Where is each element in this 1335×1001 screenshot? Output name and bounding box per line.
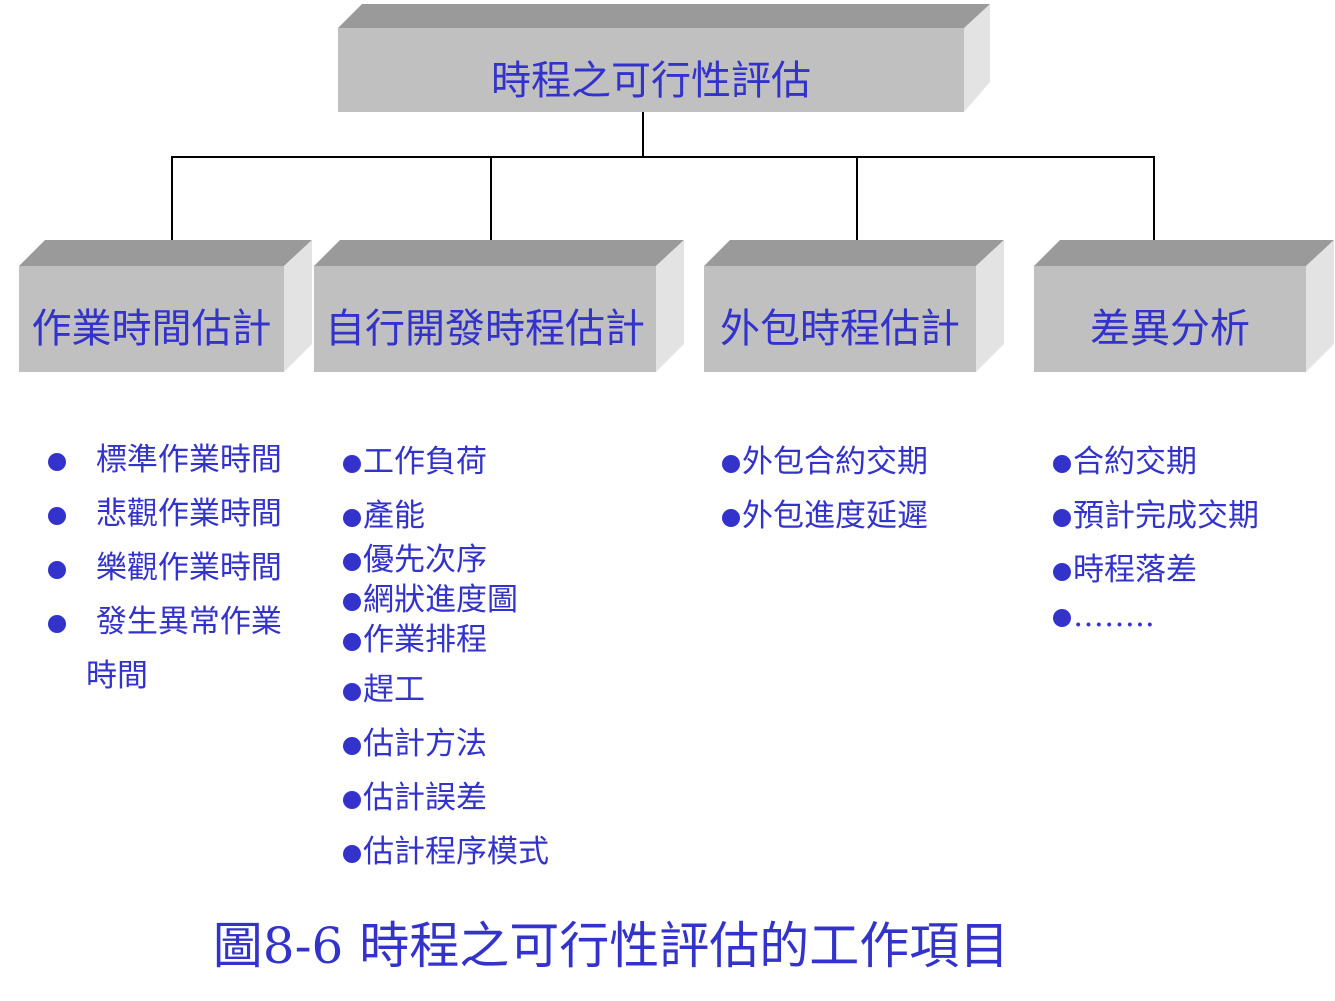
list-item: 發生異常作業 bbox=[48, 596, 282, 650]
connector-branch-3 bbox=[856, 156, 858, 264]
figure-caption: 圖8-6 時程之可行性評估的工作項目 bbox=[212, 917, 1010, 975]
branch-3-items: 外包合約交期 外包進度延遲 bbox=[722, 436, 928, 544]
branch-1-items: 標準作業時間 悲觀作業時間 樂觀作業時間 發生異常作業 時間 bbox=[48, 434, 282, 704]
branch-node-1-label: 作業時間估計 bbox=[31, 306, 272, 352]
list-item: 悲觀作業時間 bbox=[48, 488, 282, 542]
list-item: 外包進度延遲 bbox=[722, 490, 928, 544]
list-item-continuation: 時間 bbox=[86, 658, 148, 694]
branch-node-4-label: 差異分析 bbox=[1090, 306, 1250, 352]
bullet-icon bbox=[343, 592, 361, 611]
bullet-icon bbox=[343, 682, 361, 701]
bullet-icon bbox=[343, 454, 361, 473]
list-item: …….. bbox=[1053, 598, 1259, 652]
branch-4-items: 合約交期 預計完成交期 時程落差 …….. bbox=[1053, 436, 1259, 652]
root-node-label: 時程之可行性評估 bbox=[491, 58, 811, 104]
bullet-icon bbox=[48, 452, 66, 471]
list-item: 樂觀作業時間 bbox=[48, 542, 282, 596]
bullet-icon bbox=[343, 508, 361, 527]
list-item: 估計方法 bbox=[343, 718, 487, 763]
list-item: 產能 bbox=[343, 490, 425, 535]
bullet-icon bbox=[343, 844, 361, 863]
branch-node-1: 作業時間估計 bbox=[19, 240, 312, 372]
bullet-icon bbox=[343, 736, 361, 755]
list-item: 標準作業時間 bbox=[48, 434, 282, 488]
bullet-icon bbox=[48, 614, 66, 633]
list-item: 估計程序模式 bbox=[343, 826, 549, 871]
branch-node-2: 自行開發時程估計 bbox=[314, 240, 684, 372]
root-node: 時程之可行性評估 bbox=[338, 4, 990, 112]
connector-branch-2 bbox=[490, 156, 492, 264]
bullet-icon bbox=[343, 790, 361, 809]
branch-node-3: 外包時程估計 bbox=[704, 240, 1004, 372]
branch-node-2-label: 自行開發時程估計 bbox=[325, 306, 645, 352]
connector-branch-4 bbox=[1153, 156, 1155, 264]
list-item: 合約交期 bbox=[1053, 436, 1259, 490]
bullet-icon bbox=[722, 508, 740, 527]
bullet-icon bbox=[1053, 454, 1071, 473]
bullet-icon bbox=[48, 560, 66, 579]
list-item: 外包合約交期 bbox=[722, 436, 928, 490]
bullet-icon bbox=[1053, 608, 1071, 627]
bullet-icon bbox=[343, 632, 361, 651]
bullet-icon bbox=[343, 552, 361, 571]
list-item: 估計誤差 bbox=[343, 772, 487, 817]
bullet-icon bbox=[1053, 562, 1071, 581]
connector-branch-1 bbox=[171, 156, 173, 264]
list-item: 工作負荷 bbox=[343, 436, 487, 481]
list-item: 預計完成交期 bbox=[1053, 490, 1259, 544]
connector-root-stem bbox=[642, 112, 644, 158]
list-item: 優先次序 bbox=[343, 534, 487, 579]
bullet-icon bbox=[1053, 508, 1071, 527]
connector-horizontal bbox=[171, 156, 1155, 158]
list-item: 網狀進度圖 bbox=[343, 574, 518, 619]
bullet-icon bbox=[722, 454, 740, 473]
list-item: 趕工 bbox=[343, 664, 425, 709]
branch-node-4: 差異分析 bbox=[1034, 240, 1334, 372]
branch-node-3-label: 外包時程估計 bbox=[720, 306, 960, 352]
bullet-icon bbox=[48, 506, 66, 525]
list-item: 作業排程 bbox=[343, 614, 487, 659]
list-item: 時程落差 bbox=[1053, 544, 1259, 598]
